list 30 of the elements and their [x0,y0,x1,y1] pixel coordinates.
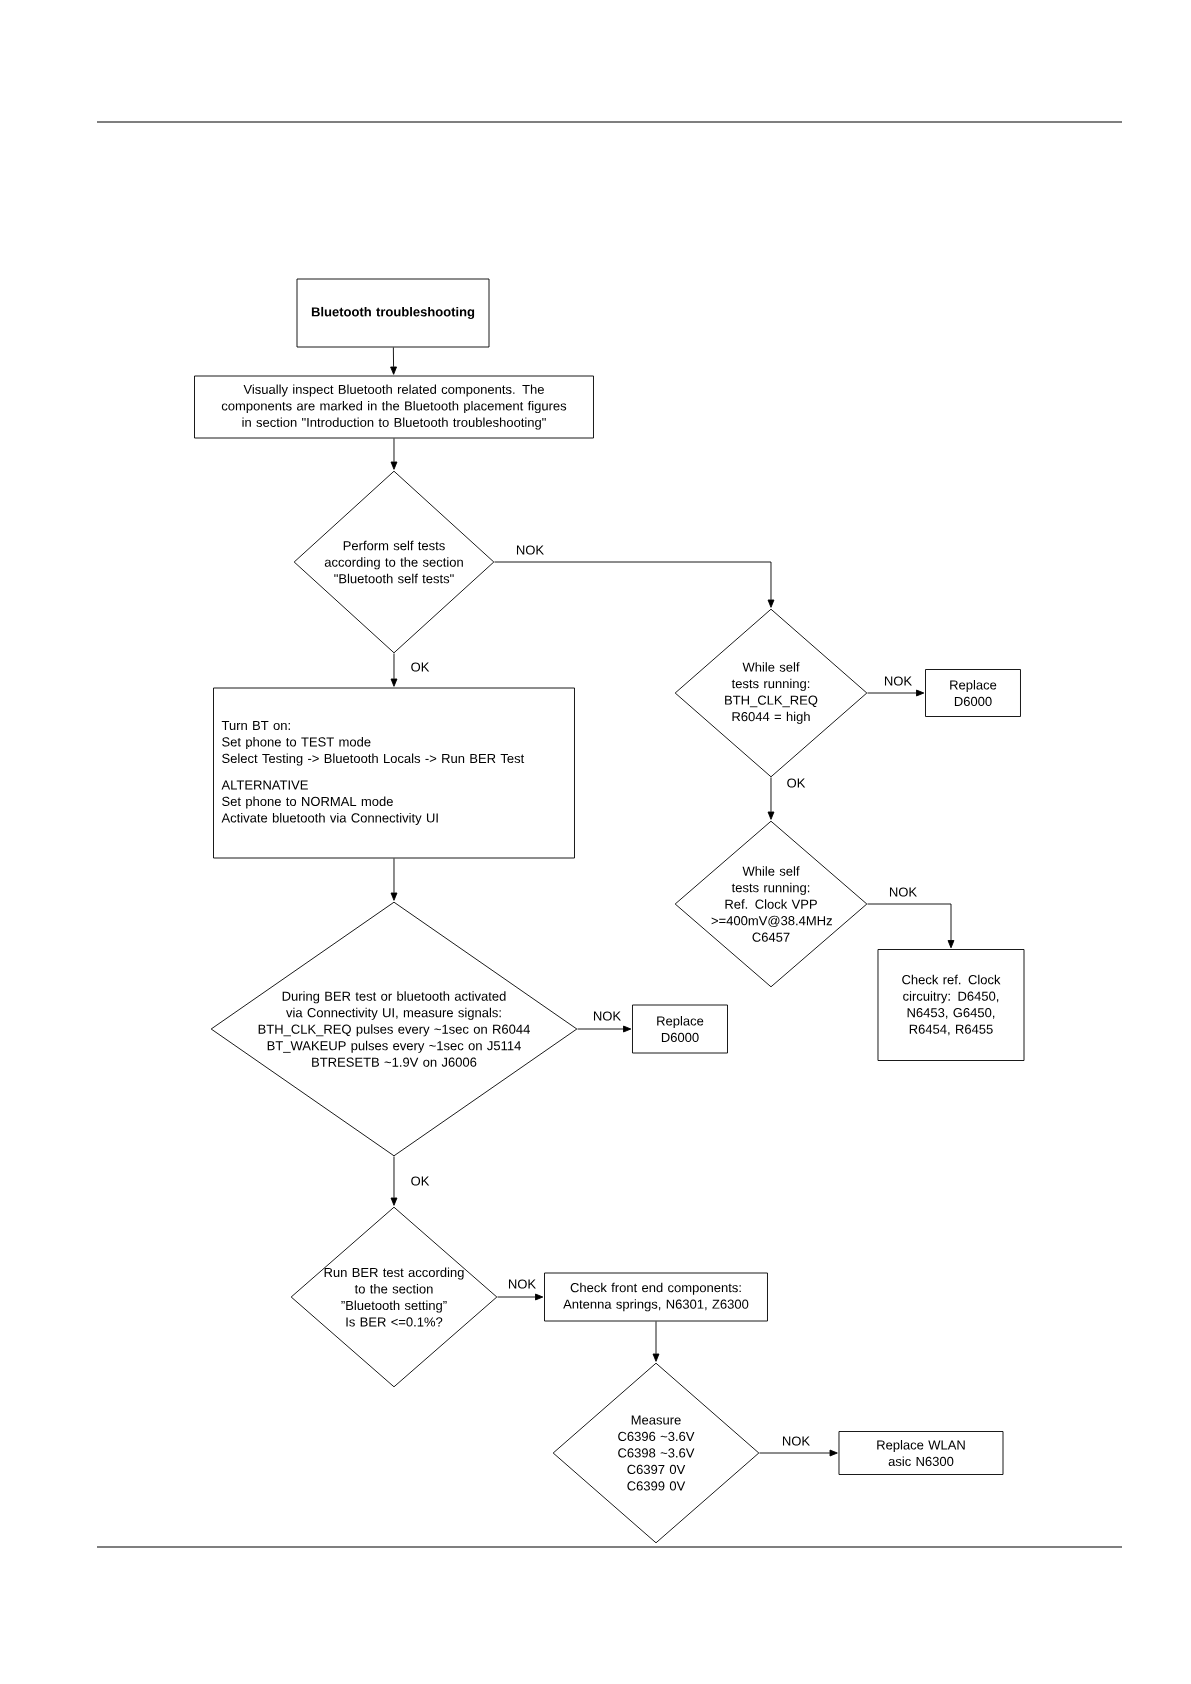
edge-label: NOK [506,1278,538,1290]
arrow [497,1293,544,1301]
process-box: Replace D6000 [632,1004,728,1054]
process-box: Check front end components: Antenna springs, N6301, Z6300 [544,1272,768,1322]
arrow [390,858,398,901]
edge-label: NOK [514,544,546,556]
edge-label: OK [785,777,807,789]
arrow [390,1156,398,1206]
arrow [390,347,397,375]
edge-label: NOK [887,886,919,898]
arrow [867,689,925,697]
arrow [390,438,398,470]
process-box: Bluetooth troubleshooting [296,278,490,348]
arrow [494,561,775,608]
edge-label: NOK [882,675,914,687]
arrow [390,653,398,687]
edge-label: NOK [591,1010,623,1022]
edge-label: NOK [780,1435,812,1447]
process-box: Turn BT on: Set phone to TEST mode Select Testing -> Bluetooth Locals -> Run BER Test ALTERNATIVE Set phone to NORMAL mode Activate bluetooth via Connectivity UI [213,687,575,859]
process-box: Visually inspect Bluetooth related components. The components are marked in the Bluetooth placement figures in section "Introduction to Bluetooth troubleshooting" [194,375,594,439]
process-box: Replace D6000 [925,669,1021,717]
arrow [867,903,955,949]
arrow [652,1321,660,1362]
edge-label: OK [409,1175,431,1187]
process-box: Replace WLAN asic N6300 [838,1431,1004,1475]
edge-label: OK [409,661,431,673]
arrow [577,1025,632,1033]
arrow [767,777,775,820]
arrow [759,1449,838,1457]
process-box: Check ref. Clock circuitry: D6450, N6453, G6450, R6454, R6455 [877,949,1025,1061]
